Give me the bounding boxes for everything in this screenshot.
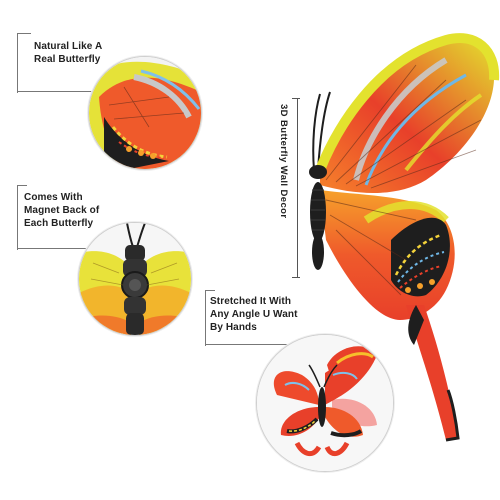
callout-stretch-line3: By Hands — [210, 322, 257, 333]
callout-natural-text: Natural Like A Real Butterfly — [34, 40, 102, 66]
callout-stretch-text: Stretched It With Any Angle U Want By Ha… — [210, 295, 298, 334]
callout-stretch-line1: Stretched It With — [210, 296, 292, 307]
callout-magnet-text: Comes With Magnet Back of Each Butterfly — [24, 191, 99, 230]
callout-natural-line1: Natural Like A — [34, 41, 103, 52]
magnet-back-icon — [79, 223, 191, 335]
butterfly-pair-icon — [257, 335, 393, 471]
butterfly-pair-circle — [256, 334, 394, 472]
callout-stretch: Stretched It With Any Angle U Want By Ha… — [200, 290, 340, 350]
side-label-mark-top — [292, 98, 300, 99]
side-label-divider — [297, 98, 298, 278]
callout-natural-line2: Real Butterfly — [34, 54, 101, 65]
callout-natural-tick-top — [17, 33, 31, 34]
callout-magnet-bracket — [17, 185, 18, 250]
callout-stretch-bracket — [205, 290, 206, 346]
main-butterfly — [296, 20, 500, 460]
wing-closeup-icon — [89, 57, 201, 169]
butterfly-illustration-icon — [309, 33, 500, 442]
callout-magnet-line3: Each Butterfly — [24, 218, 94, 229]
side-label-mark-bottom — [292, 277, 300, 278]
callout-magnet-line1: Comes With — [24, 192, 83, 203]
callout-natural-tick-bottom — [17, 91, 129, 92]
callout-stretch-line2: Any Angle U Want — [210, 309, 298, 320]
wing-closeup-circle — [88, 56, 202, 170]
magnet-closeup-circle — [78, 222, 192, 336]
callout-stretch-tick-bottom — [205, 344, 315, 345]
callout-stretch-tick-top — [205, 290, 215, 291]
side-label: 3D Butterfly Wall Decor — [278, 104, 289, 219]
callout-magnet: Comes With Magnet Back of Each Butterfly — [0, 180, 140, 260]
callout-natural-bracket — [17, 33, 18, 93]
callout-magnet-tick-bottom — [17, 248, 127, 249]
callout-magnet-line2: Magnet Back of — [24, 205, 100, 216]
callout-natural: Natural Like A Real Butterfly — [0, 0, 140, 100]
callout-magnet-tick-top — [17, 185, 27, 186]
